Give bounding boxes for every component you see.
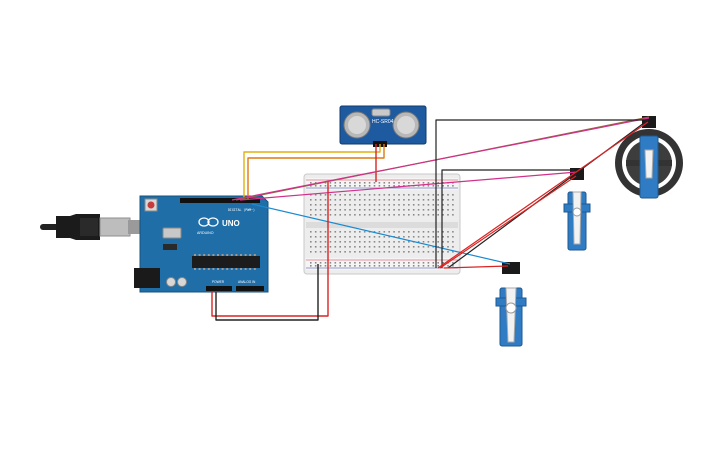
wire-magenta-2[interactable] [239, 171, 578, 201]
analog-header-label: ANALOG IN [238, 280, 256, 284]
regulator [163, 244, 177, 250]
capacitor [177, 277, 187, 287]
usb-cable [40, 214, 150, 240]
wire-red-power[interactable] [211, 182, 329, 317]
wires [211, 116, 650, 321]
wire-red-servo-1[interactable] [443, 265, 509, 269]
capacitor [166, 277, 176, 287]
servo-motor-2[interactable] [563, 168, 591, 251]
brand-label: ARDUINO [197, 231, 214, 235]
wire-magenta-1[interactable] [231, 117, 650, 201]
power-header [206, 286, 232, 291]
atmega-chip [192, 256, 260, 268]
wire-black-ground[interactable] [215, 264, 319, 321]
crystal [162, 227, 182, 239]
arduino-logo: ARDUINO [197, 217, 219, 235]
model-label: UNO [222, 219, 240, 228]
digital-header-label: DIGITAL (PWM~) [228, 208, 255, 212]
wheel-motor[interactable] [615, 116, 683, 199]
wire-red-wheel[interactable] [437, 121, 649, 269]
sensor-model-label: HC-SR04 [372, 119, 394, 125]
analog-header [236, 286, 264, 291]
wire-red-servo-2[interactable] [439, 175, 577, 269]
power-jack [134, 268, 160, 288]
digital-header [180, 198, 260, 203]
servo-motor-1[interactable] [495, 262, 527, 347]
wire-yellow[interactable] [243, 144, 381, 200]
arduino-uno[interactable]: DIGITAL (PWM~) ARDUINO UNO POWER ANALOG … [40, 195, 269, 293]
ultrasonic-sensor[interactable]: HC-SR04 [339, 105, 427, 147]
wire-orange[interactable] [247, 144, 385, 200]
wire-black-2[interactable] [441, 169, 574, 268]
power-header-label: POWER [212, 280, 225, 284]
wire-black-1[interactable] [435, 119, 648, 268]
